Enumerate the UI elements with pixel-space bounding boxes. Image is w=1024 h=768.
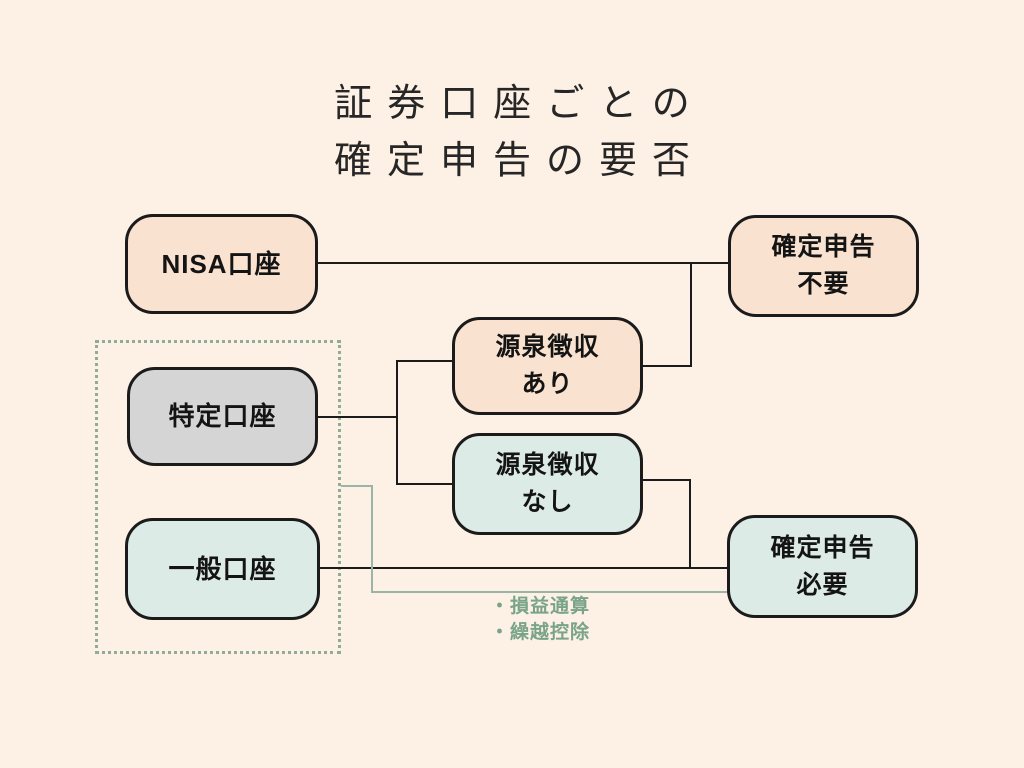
node-withholding-no-line1: 源泉徴収 bbox=[495, 451, 600, 479]
connector-tokutei-stem bbox=[318, 416, 398, 418]
node-filing-required-line1: 確定申告 bbox=[770, 533, 875, 562]
connector-nashi-to-hitsuyou-v bbox=[689, 479, 691, 569]
note-loss-offset: ・損益通算 bbox=[490, 596, 591, 617]
connector-split-to-ari bbox=[396, 360, 452, 362]
note-carryover-deduction: ・繰越控除 bbox=[490, 622, 591, 643]
node-filing-not-required-line2: 不要 bbox=[797, 270, 850, 298]
connector-group-teal-h1 bbox=[341, 485, 373, 487]
node-withholding-no-line2: なし bbox=[521, 488, 574, 516]
node-tokutei-label: 特定口座 bbox=[168, 401, 277, 431]
node-tokutei-account: 特定口座 bbox=[127, 367, 318, 466]
node-nisa-label: NISA口座 bbox=[161, 248, 282, 279]
node-ippan-label: 一般口座 bbox=[168, 553, 277, 584]
page-title: 証券口座ごとの 確定申告の要否 bbox=[0, 76, 1024, 190]
node-ippan-account: 一般口座 bbox=[125, 518, 320, 620]
page-title-line1: 証券口座ごとの bbox=[334, 83, 705, 125]
node-nisa-account: NISA口座 bbox=[125, 214, 318, 314]
connector-group-teal-h2 bbox=[371, 591, 727, 593]
connector-split-to-nashi bbox=[396, 483, 452, 485]
node-filing-required: 確定申告 必要 bbox=[727, 515, 918, 618]
taxable-accounts-group-outline bbox=[95, 340, 341, 654]
node-filing-required-line2: 必要 bbox=[796, 570, 849, 599]
connector-ari-to-fuyou-v bbox=[690, 262, 692, 367]
node-withholding-yes-line2: あり bbox=[521, 370, 574, 398]
connector-ippan-to-hitsuyou bbox=[320, 567, 727, 569]
node-withholding-no: 源泉徴収 なし bbox=[452, 433, 643, 535]
node-filing-not-required-line1: 確定申告 bbox=[771, 233, 876, 261]
node-withholding-yes-line1: 源泉徴収 bbox=[495, 333, 600, 361]
connector-ari-to-fuyou-h bbox=[643, 365, 692, 367]
connector-nisa-to-fuyou bbox=[318, 262, 728, 264]
page-title-line2: 確定申告の要否 bbox=[333, 140, 705, 182]
connector-tokutei-split-v bbox=[396, 360, 398, 485]
connector-nashi-to-hitsuyou-h bbox=[643, 479, 691, 481]
node-withholding-yes: 源泉徴収 あり bbox=[452, 317, 643, 415]
node-filing-not-required: 確定申告 不要 bbox=[728, 215, 919, 317]
connector-group-teal-v bbox=[371, 485, 373, 593]
loss-offset-notes: ・損益通算 ・繰越控除 bbox=[490, 594, 590, 646]
